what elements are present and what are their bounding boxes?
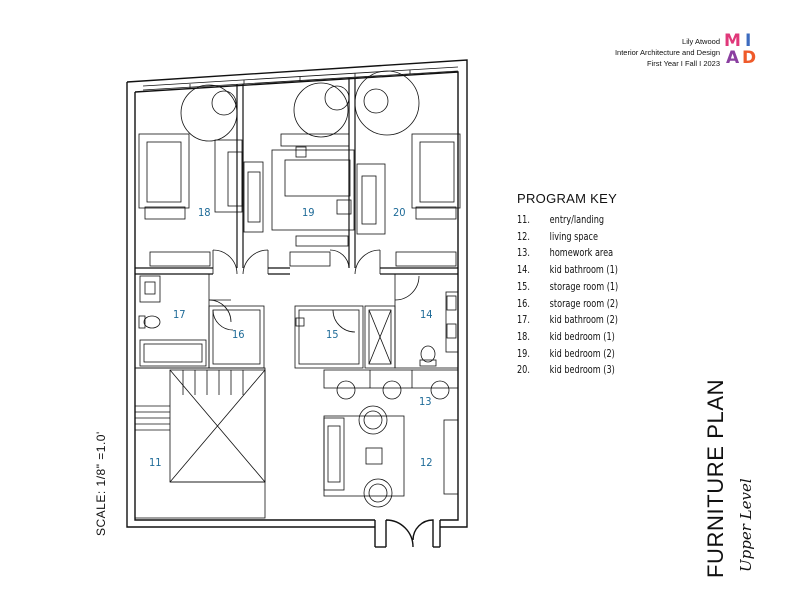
program-key-label: kid bedroom (2) xyxy=(549,347,615,360)
program-key-label: storage room (1) xyxy=(549,280,619,293)
program-key-number: 19. xyxy=(517,347,530,360)
miad-logo: M I A D xyxy=(724,33,760,69)
logo-letter-m: M xyxy=(724,31,741,51)
program-key-label: entry/landing xyxy=(549,214,605,226)
bedroom-doors xyxy=(212,249,381,275)
program-key-number: 20. xyxy=(517,364,530,377)
program-key-number: 18. xyxy=(517,330,530,343)
window-strip xyxy=(142,66,459,91)
program-key-number: 12. xyxy=(517,230,530,243)
living-area-furniture xyxy=(323,405,459,508)
bedroom-19-furniture xyxy=(243,82,355,267)
room-label-19: 19 xyxy=(302,206,315,219)
credits-block: Lily Atwood Interior Architecture and De… xyxy=(615,36,720,69)
program-key-title: PROGRAM KEY xyxy=(517,191,618,206)
bedroom-20-furniture xyxy=(354,70,461,267)
program-key-number: 15. xyxy=(517,280,530,293)
exterior-walls xyxy=(126,59,468,548)
program-key-number: 13. xyxy=(517,247,530,260)
room-label-16: 16 xyxy=(232,328,245,341)
program-key-row: 20. kid bedroom (3) xyxy=(517,362,618,379)
program-key-row: 16. storage room (2) xyxy=(517,296,618,313)
program-key-label: living space xyxy=(549,230,598,243)
sheet-subtitle: Upper Level xyxy=(737,478,755,572)
program-key-label: storage room (2) xyxy=(549,297,619,310)
room-label-18: 18 xyxy=(198,206,211,219)
room-label-20: 20 xyxy=(393,206,406,219)
program-key: PROGRAM KEY 11. entry/landing 12. living sp… xyxy=(517,191,635,379)
room-label-17: 17 xyxy=(173,308,186,321)
logo-letter-i: I xyxy=(745,31,752,51)
program-key-number: 17. xyxy=(517,314,530,327)
room-label-13: 13 xyxy=(419,395,432,408)
bathroom-17 xyxy=(134,273,232,369)
program-key-row: 14. kid bathroom (1) xyxy=(517,262,618,279)
program-key-row: 13. homework area xyxy=(517,245,618,262)
program-key-label: kid bedroom (3) xyxy=(549,364,615,377)
room-labels: 18 19 20 17 16 15 14 13 12 11 xyxy=(149,206,433,469)
program-key-number: 16. xyxy=(517,297,530,310)
room-label-15: 15 xyxy=(326,328,339,341)
program-key-label: kid bathroom (2) xyxy=(549,314,618,327)
bedroom-walls xyxy=(135,78,458,275)
program-key-label: homework area xyxy=(549,247,614,260)
scale-note: SCALE: 1/8" =1.0' xyxy=(94,431,108,536)
logo-letter-d: D xyxy=(742,48,757,68)
bathroom-14 xyxy=(394,273,459,369)
logo-letter-a: A xyxy=(726,48,740,68)
program-key-row: 18. kid bedroom (1) xyxy=(517,329,618,346)
stair xyxy=(134,367,266,519)
room-label-14: 14 xyxy=(420,308,433,321)
program-key-row: 19. kid bedroom (2) xyxy=(517,346,618,363)
room-label-11: 11 xyxy=(149,456,162,469)
program-key-list: 11. entry/landing 12. living space 13. homewo… xyxy=(517,212,635,379)
program-key-number: 14. xyxy=(517,264,530,277)
homework-desk xyxy=(323,369,459,400)
program-key-row: 17. kid bathroom (2) xyxy=(517,312,618,329)
room-label-12: 12 xyxy=(420,456,433,469)
storage-15 xyxy=(294,305,396,369)
program-key-row: 12. living space xyxy=(517,229,618,246)
bedroom-18-furniture xyxy=(138,84,243,267)
program-key-row: 15. storage room (1) xyxy=(517,279,618,296)
program-name: Interior Architecture and Design xyxy=(614,48,720,57)
program-key-number: 11. xyxy=(517,214,530,226)
program-key-label: kid bedroom (1) xyxy=(549,330,615,343)
designer-name: Lily Atwood xyxy=(682,37,720,46)
program-key-row: 11. entry/landing xyxy=(517,212,618,229)
sheet-title: FURNITURE PLAN xyxy=(703,378,728,578)
term-label: First Year I Fall I 2023 xyxy=(647,59,720,68)
program-key-label: kid bathroom (1) xyxy=(549,264,618,277)
